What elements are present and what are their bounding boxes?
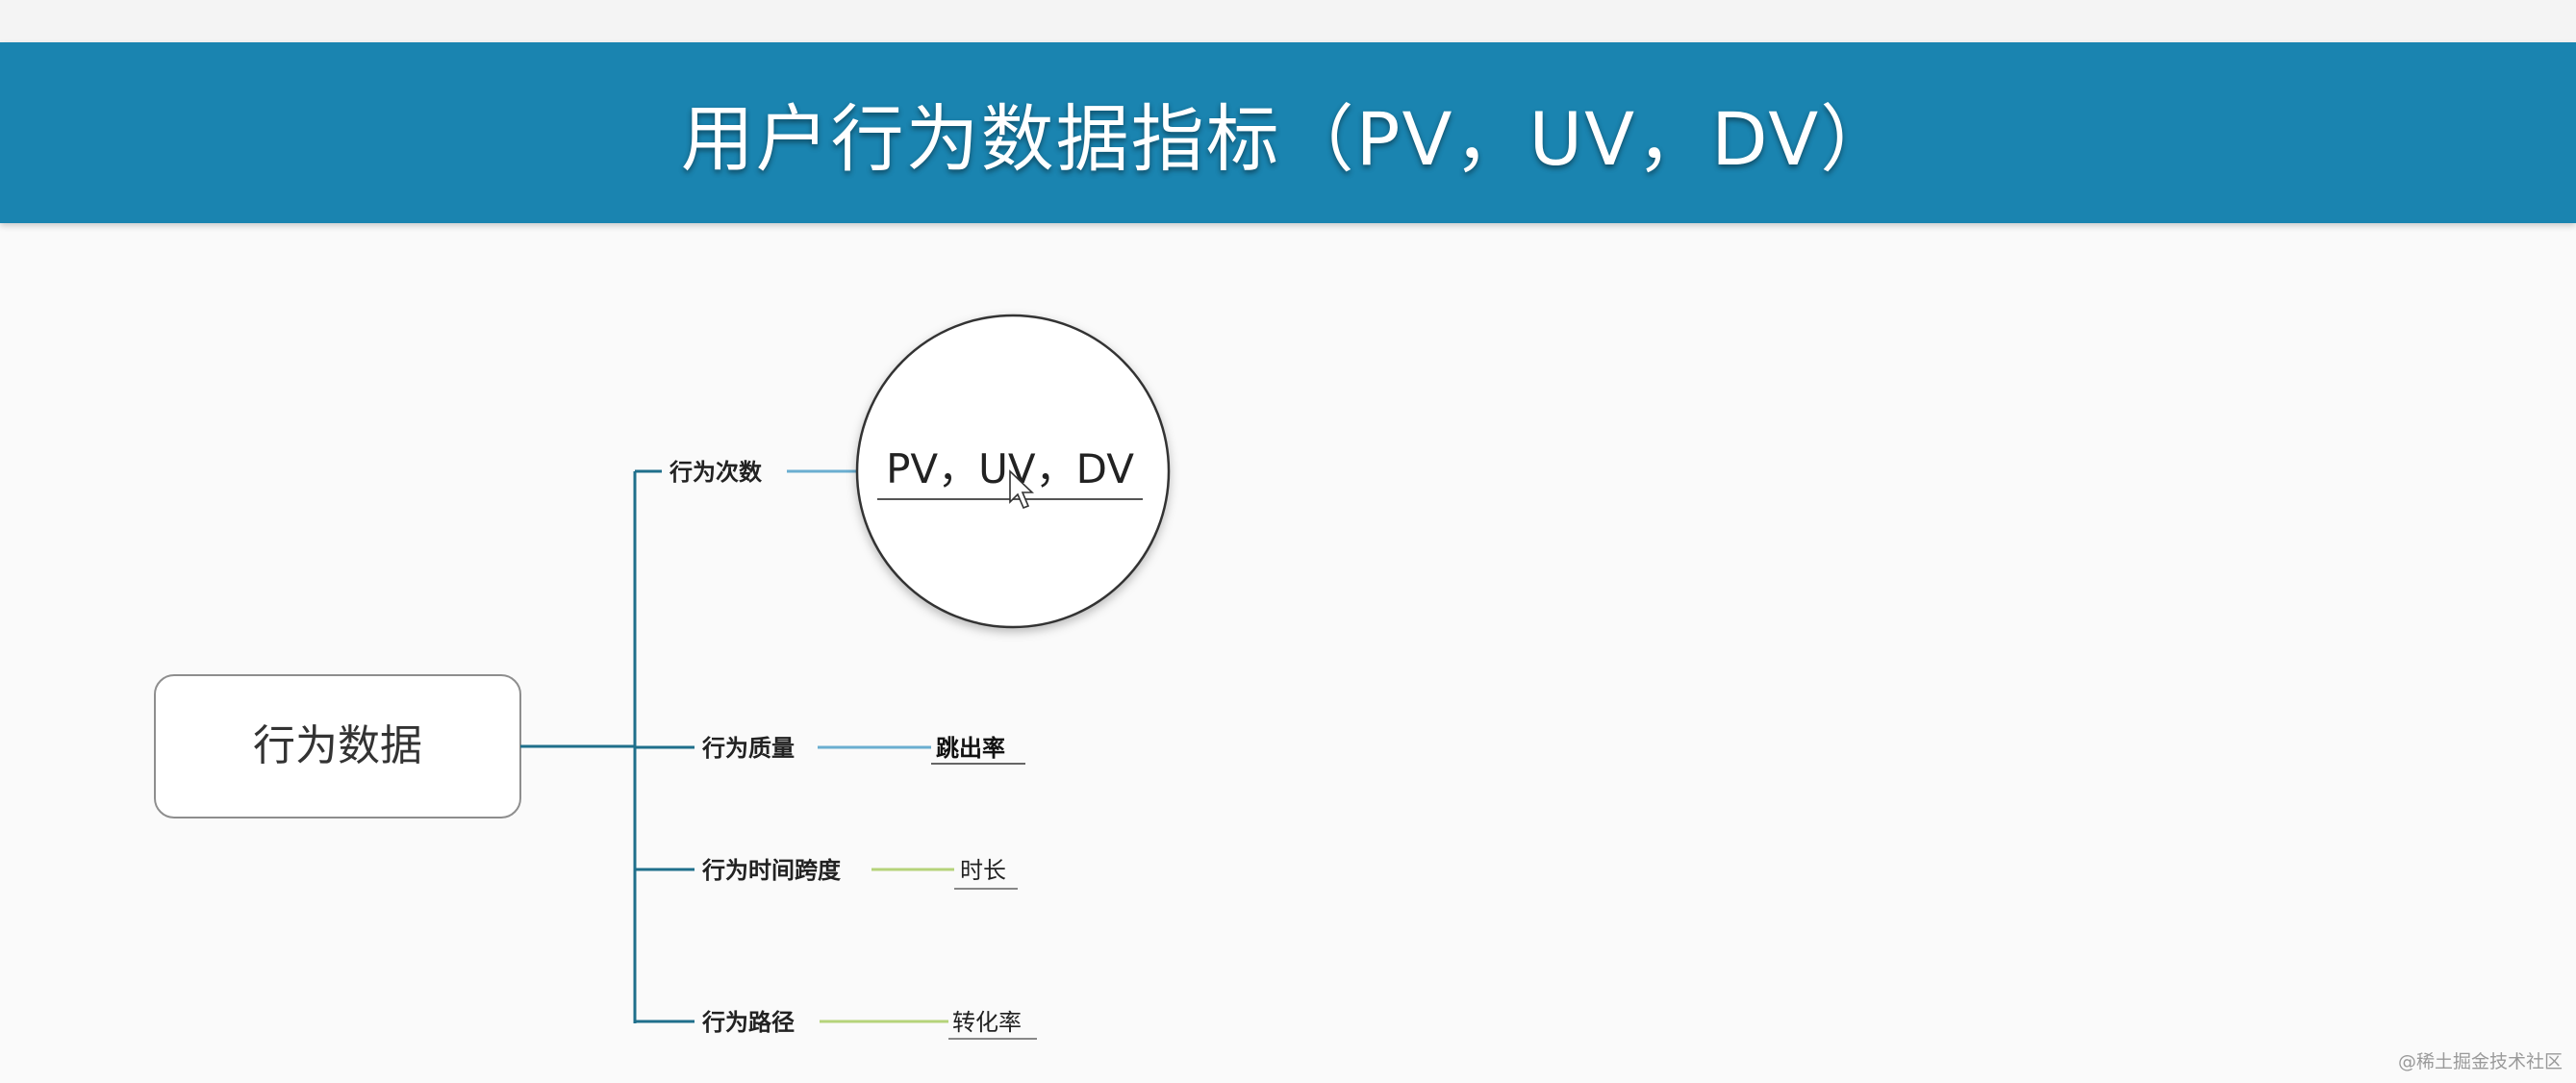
title-banner: 用户行为数据指标（PV，UV，DV） — [0, 42, 2576, 223]
branch-4-label[interactable]: 行为路径 — [701, 1009, 795, 1036]
branch-3-child[interactable]: 时长 — [960, 857, 1006, 884]
slide-canvas: 行为数据 行为次数 PV，UV，DV 行为质量 跳出率 行为时间跨度 时长 行为… — [0, 223, 2576, 1083]
branch-3-label[interactable]: 行为时间跨度 — [701, 857, 842, 884]
magnifier-highlight — [855, 314, 1171, 629]
top-strip — [0, 0, 2576, 42]
branch-2-label[interactable]: 行为质量 — [701, 735, 795, 762]
branch-4-child[interactable]: 转化率 — [952, 1009, 1022, 1036]
branch-2-child[interactable]: 跳出率 — [936, 735, 1005, 762]
root-node-label: 行为数据 — [253, 721, 422, 770]
mouse-cursor-icon — [1009, 469, 1034, 510]
slide-title: 用户行为数据指标（PV，UV，DV） — [680, 96, 1896, 182]
mind-map: 行为数据 行为次数 PV，UV，DV 行为质量 跳出率 行为时间跨度 时长 行为… — [154, 314, 1171, 1040]
branch-1-label[interactable]: 行为次数 — [669, 459, 763, 486]
watermark: @稀土掘金技术社区 — [2397, 1051, 2563, 1072]
